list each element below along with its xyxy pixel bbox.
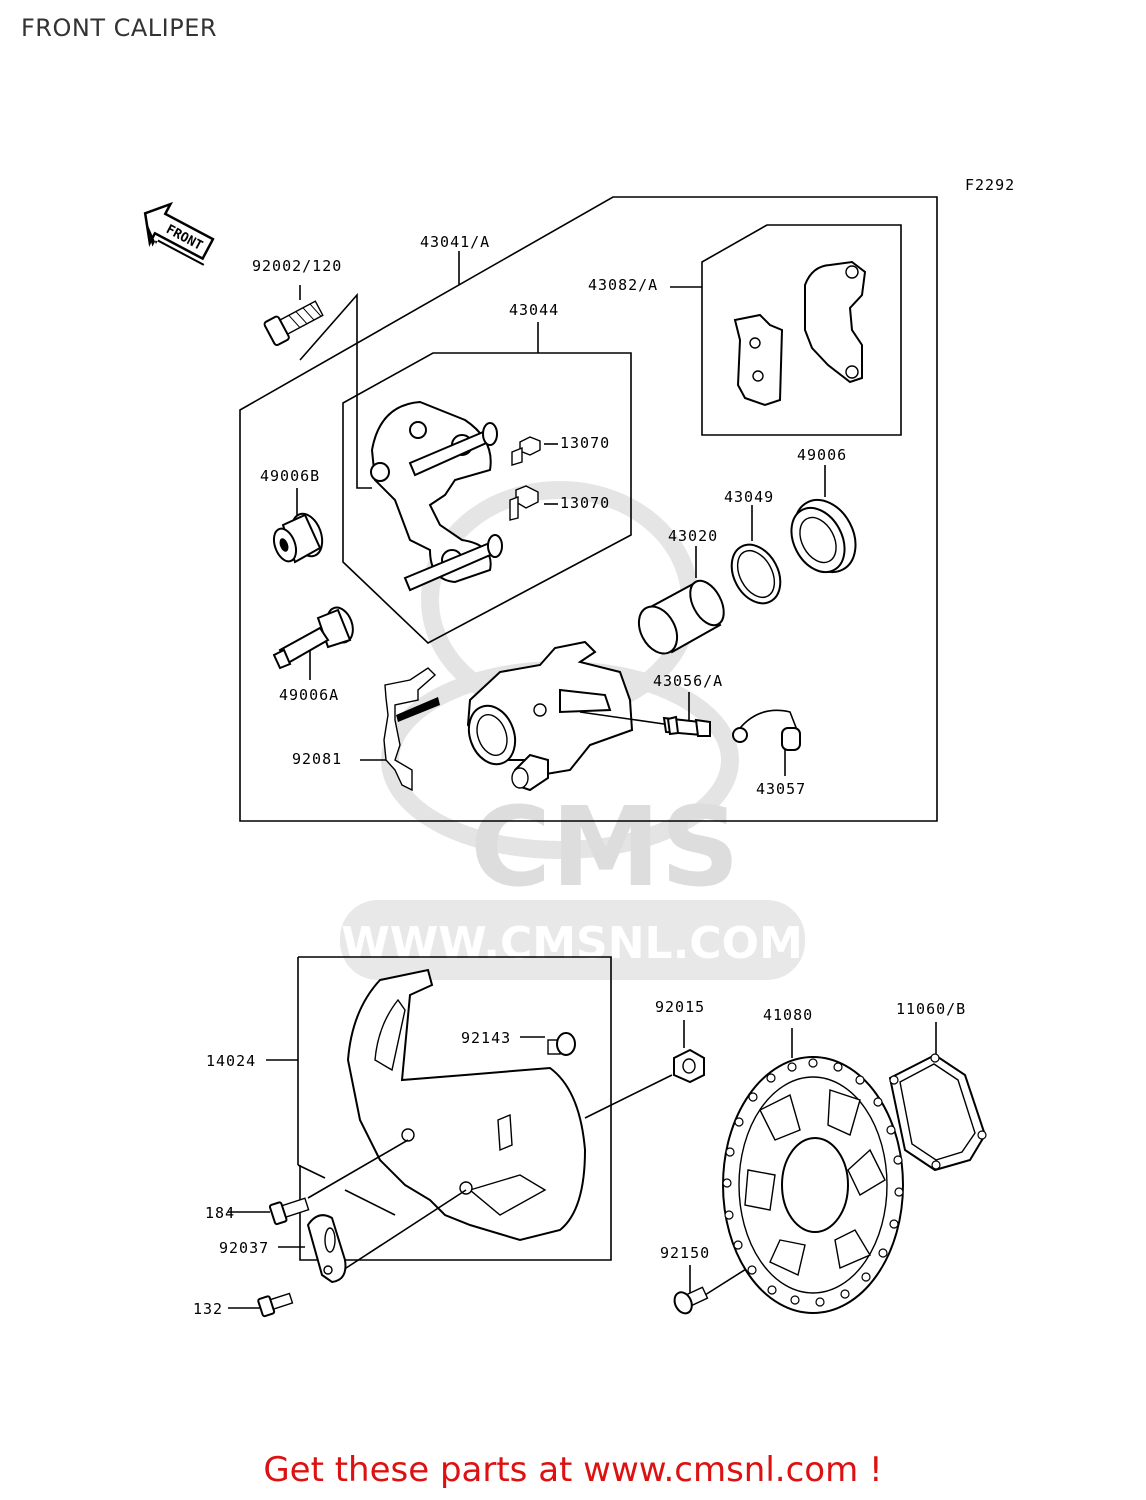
- clip-13070-lower: [509, 485, 539, 521]
- labels-lower: 92015 41080 11060/B 92143 14024 184 9203…: [193, 998, 966, 1318]
- bleeder-43056a: [579, 711, 711, 737]
- caliper-bracket: [370, 400, 503, 592]
- pad-frame: [701, 224, 902, 436]
- bolt-92143: [547, 1032, 576, 1056]
- leader-lines-upper: [296, 251, 826, 776]
- bolt-132: [257, 1292, 294, 1318]
- label-43056a: 43056/A: [653, 672, 723, 690]
- brake-disc-41080: [722, 1056, 904, 1314]
- label-92002-120: 92002/120: [252, 257, 342, 275]
- label-14024: 14024: [206, 1052, 256, 1070]
- bolt-92002-120: [263, 300, 324, 346]
- label-92081: 92081: [292, 750, 342, 768]
- label-49006a: 49006A: [279, 686, 339, 704]
- label-43049: 43049: [724, 488, 774, 506]
- label-13070-lower: 13070: [560, 494, 610, 512]
- footer-cta-link[interactable]: Get these parts at www.cmsnl.com !: [263, 1450, 883, 1490]
- pin-49006a: [272, 606, 354, 670]
- label-92143: 92143: [461, 1029, 511, 1047]
- figure-code: F2292: [965, 176, 1015, 194]
- label-184: 184: [205, 1204, 235, 1222]
- label-92037: 92037: [219, 1239, 269, 1257]
- watermark-url: WWW.CMSNL.COM: [341, 918, 803, 969]
- piston-43020: [637, 579, 725, 655]
- label-43057: 43057: [756, 780, 806, 798]
- nut-92015: [673, 1048, 705, 1084]
- bolt-184: [268, 1197, 310, 1226]
- label-41080: 41080: [763, 1006, 813, 1024]
- label-43044: 43044: [509, 301, 559, 319]
- caliper-assembly-frame: [239, 196, 938, 822]
- seal-43049: [730, 543, 782, 605]
- label-13070-upper: 13070: [560, 434, 610, 452]
- gasket-11060b: [888, 1053, 987, 1172]
- label-43082a: 43082/A: [588, 276, 658, 294]
- caliper-body: [466, 640, 634, 792]
- page-title: FRONT CALIPER: [21, 14, 218, 42]
- watermark-badge: [340, 900, 805, 980]
- label-92150: 92150: [660, 1244, 710, 1262]
- label-132: 132: [193, 1300, 223, 1318]
- label-92015: 92015: [655, 998, 705, 1016]
- clip-13070-upper: [511, 436, 541, 466]
- seal-49006: [790, 498, 857, 574]
- label-11060b: 11060/B: [896, 1000, 966, 1018]
- label-43020: 43020: [668, 527, 718, 545]
- disc-guard-14024: [346, 968, 587, 1242]
- label-49006: 49006: [797, 446, 847, 464]
- clamp-92037: [306, 1214, 347, 1284]
- watermark-brand: CMS: [470, 783, 739, 911]
- boot-49006b: [272, 512, 324, 564]
- brake-pads: [733, 260, 867, 407]
- bolt-92150: [673, 1286, 709, 1315]
- spring-92081: [383, 667, 440, 792]
- guard-frame: [298, 956, 612, 1261]
- label-49006b: 49006B: [260, 467, 320, 485]
- labels-upper: 43041/A 92002/120 43044 43082/A 13070 13…: [252, 233, 847, 798]
- bracket-frame: [342, 352, 632, 644]
- cap-43057: [732, 709, 801, 751]
- label-43041a: 43041/A: [420, 233, 490, 251]
- front-arrow-icon: FRONT: [143, 201, 215, 266]
